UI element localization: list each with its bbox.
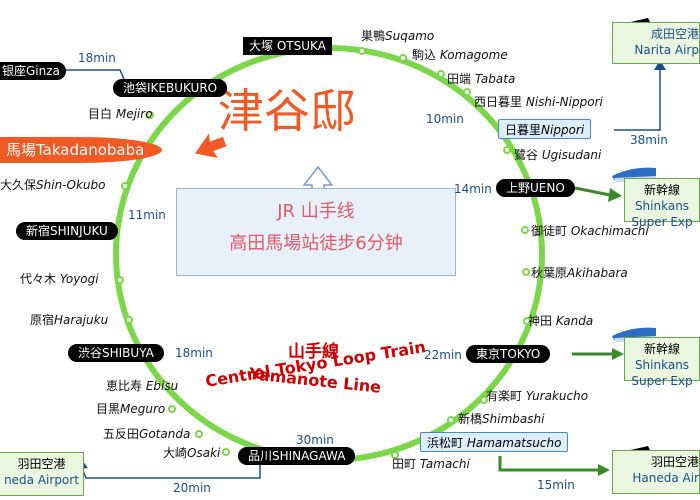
station-ebisu: 恵比寿 Ebisu [106,379,179,393]
minutes-haneda-left: 20min [173,481,211,495]
hamamatsucho-en: Hamamatsucho [466,436,562,450]
station-shibuya[interactable]: 渋谷SHIBUYA [68,344,164,362]
legend-jp: 山手線 [288,342,339,362]
shinkansen2-en2: Super Exp [631,374,693,388]
red-arrow [194,133,227,158]
station-tabata: 田端 Tabata [447,72,516,86]
station-kanda: 神田 Kanda [528,314,594,328]
station-harajuku: 原宿Harajuku [30,313,109,327]
destination-narita[interactable]: 成田空港 Narita Airp [612,22,700,64]
green-connectors [498,186,612,472]
note-line-2: 高田馬場站徒步6分钟 [229,233,403,254]
station-nishinippori: 西日暮里 Nishi-Nippori [474,95,603,109]
station-dots [116,47,531,459]
shinkansen1-jp: 新幹線 [643,183,680,197]
shinkansen1-en2: Super Exp [631,215,693,229]
station-mejiro: 目白 Mejiro [88,107,153,121]
station-yurakucho: 有楽町 Yurakucho [486,389,589,403]
destination-haneda-left[interactable]: 羽田空港 neda Airport [0,452,84,496]
station-shinjuku[interactable]: 新宿SHINJUKU [16,222,118,240]
station-yoyogi: 代々木 Yoyogi [20,272,99,286]
station-takadanobaba[interactable]: 馬場Takadanobaba [0,137,163,163]
station-meguro: 目黒Meguro [96,402,166,416]
station-ginza[interactable]: 银座Ginza [0,62,66,80]
station-ueno[interactable]: 上野UENO [496,179,575,197]
station-akihabara: 秋葉原Akihabara [531,266,628,280]
arrow-shinkansen-2 [612,348,624,360]
station-shinagawa[interactable]: 品川SHINAGAWA [238,447,356,465]
arrow-haneda-right [598,464,610,476]
arrow-shinkansen-1 [608,188,622,202]
haneda-left-en: neda Airport [4,473,79,487]
hamamatsucho-jp: 浜松町 [427,436,464,450]
station-otsuka[interactable]: 大塚 OTSUKA [243,37,332,55]
shinkansen2-jp: 新幹線 [643,342,680,356]
minutes-ueno: 14min [454,182,492,196]
destination-haneda-right[interactable]: 羽田空港 Haneda Air [612,450,700,494]
nippori-en: Nippori [541,123,585,137]
minutes-shinagawa: 30min [296,433,334,447]
map-title: 津谷邸 [218,84,356,138]
shinkansen2-en1: Shinkans [634,358,690,372]
minutes-shinjuku: 11min [128,208,166,222]
minutes-haneda-right: 15min [537,478,575,492]
haneda-left-jp: 羽田空港 [17,457,66,471]
minutes-ginza: 18min [78,51,116,65]
minutes-narita: 38min [630,133,668,147]
station-komagome: 駒込 Komagome [412,48,508,62]
narita-en: Narita Airp [634,43,699,57]
station-hamamatsucho[interactable]: 浜松町 Hamamatsucho [420,432,569,452]
haneda-right-en: Haneda Air [632,471,699,485]
destination-shinkansen-1[interactable]: 新幹線 Shinkans Super Exp [624,178,700,229]
station-ikebukuro[interactable]: 池袋IKEBUKURO [113,79,228,97]
station-shinokubo: 大久保Shin-Okubo [0,178,106,192]
access-note: JR 山手线 高田馬場站徒步6分钟 [176,188,456,276]
station-sugamo: 巣鴨Suqamo [361,29,435,43]
destination-shinkansen-2[interactable]: 新幹線 Shinkans Super Exp [624,337,700,388]
station-osaki: 大崎Osaki [163,446,221,460]
station-ugisudani: 鷺谷 Ugisudani [514,148,602,162]
minutes-tabata: 10min [426,112,464,126]
note-line-1: JR 山手线 [277,201,355,222]
shinkansen1-en1: Shinkans [634,199,690,213]
narita-jp: 成田空港 [650,27,699,41]
station-gotanda: 五反田Gotanda [103,427,191,441]
nippori-jp: 日暮里 [505,123,542,137]
station-okachimachi: 御徒町 Okachimachi [531,224,649,238]
station-shimbashi: 新橋Shimbashi [458,412,545,426]
station-tokyo[interactable]: 東京TOKYO [466,345,551,363]
minutes-shibuya: 18min [175,346,213,360]
haneda-right-jp: 羽田空港 [650,455,699,469]
station-nippori[interactable]: 日暮里Nippori [498,119,592,139]
arrow-narita [654,60,666,70]
minutes-tokyo: 22min [424,348,462,362]
station-tamachi: 田町 Tamachi [392,457,470,471]
